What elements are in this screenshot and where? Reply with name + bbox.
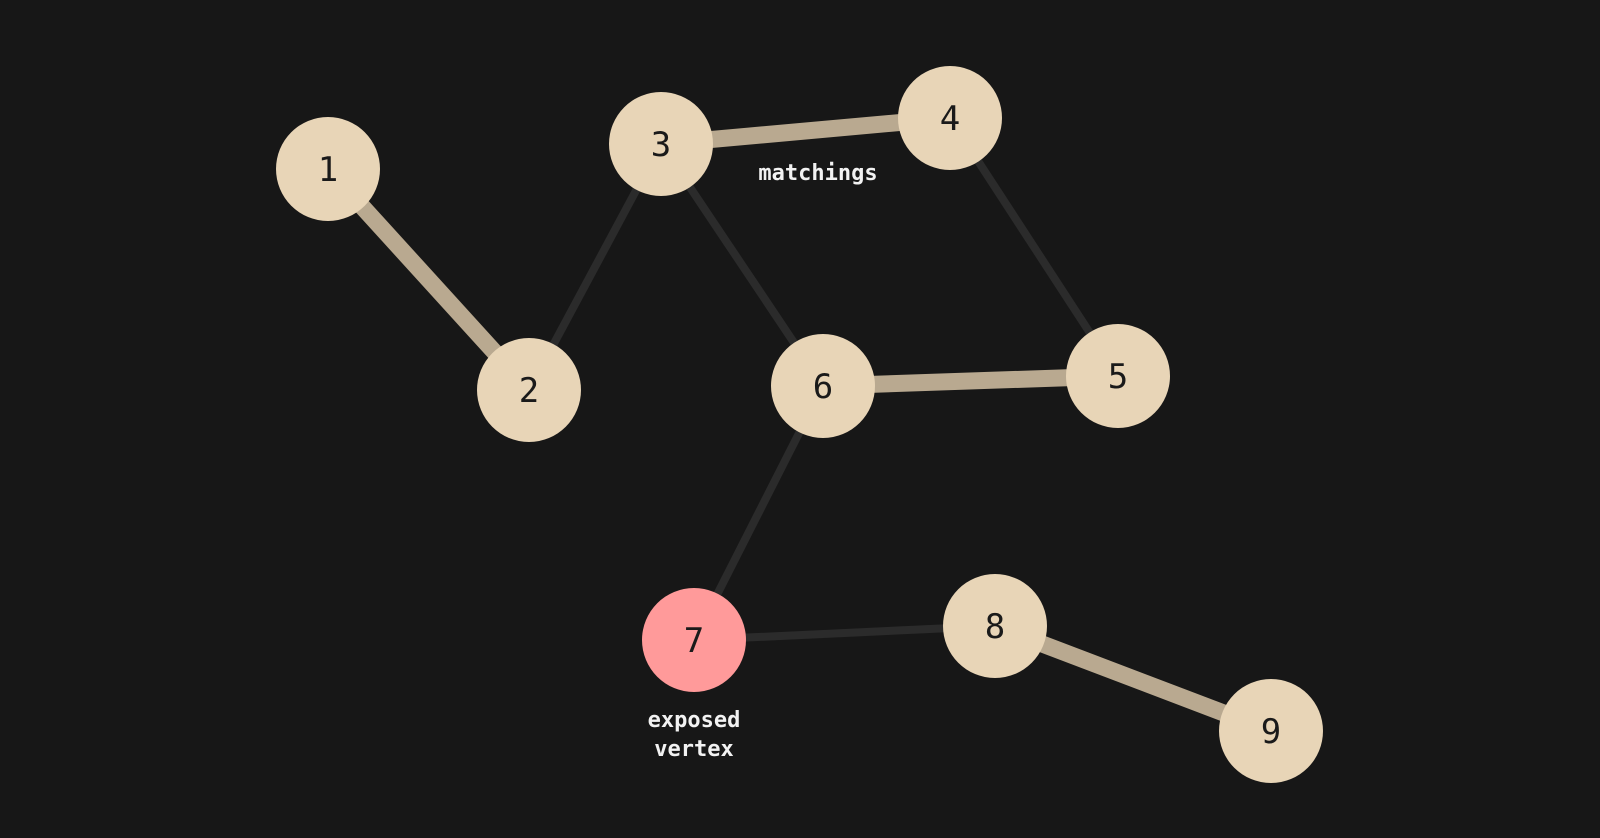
node-label: 3 [651,125,671,165]
exposed-node-circle [642,588,746,692]
node-label: 8 [985,607,1005,647]
node-circle [898,66,1002,170]
node-9: 9 [1219,679,1323,783]
node-1: 1 [276,117,380,221]
node-label: 5 [1108,357,1128,397]
node-label: 7 [684,621,704,661]
node-2: 2 [477,338,581,442]
node-circle [771,334,875,438]
node-5: 5 [1066,324,1170,428]
node-label: 4 [940,99,960,139]
exposed-vertex-label-line1: exposed [648,708,741,733]
node-4: 4 [898,66,1002,170]
node-7: 7 [642,588,746,692]
node-circle [477,338,581,442]
node-circle [1066,324,1170,428]
node-label: 9 [1261,712,1281,752]
node-circle [1219,679,1323,783]
node-8: 8 [943,574,1047,678]
node-label: 6 [813,367,833,407]
node-3: 3 [609,92,713,196]
node-circle [276,117,380,221]
node-circle [609,92,713,196]
exposed-vertex-label-line2: vertex [654,737,733,762]
node-layer: 1 2 3 4 5 6 7 8 9 [276,66,1323,783]
node-label: 2 [519,371,539,411]
node-label: 1 [318,150,338,190]
node-6: 6 [771,334,875,438]
node-circle [943,574,1047,678]
matchings-label: matchings [758,161,877,186]
